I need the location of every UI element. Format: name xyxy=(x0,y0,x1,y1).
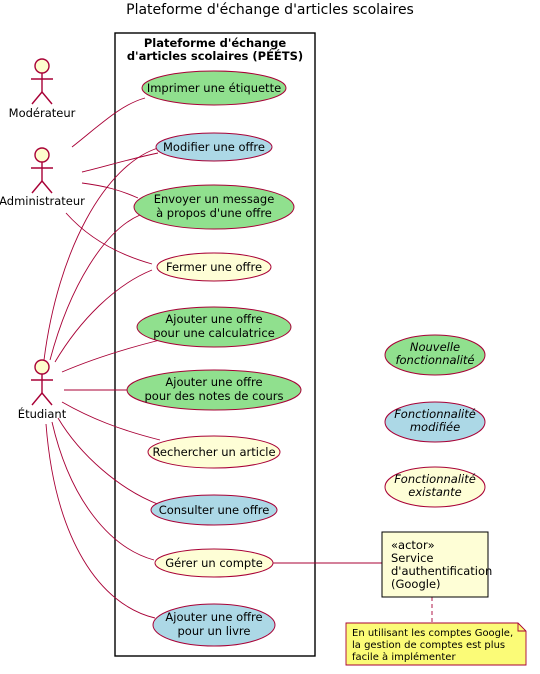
legend-ellipse xyxy=(384,334,486,376)
actor-etudiant-label: Étudiant xyxy=(18,406,67,421)
system-boundary: Plateforme d'échange d'articles scolaire… xyxy=(114,32,316,657)
system-title-line1: Plateforme d'échange xyxy=(144,36,287,50)
usecase-envoyer-line2: à propos d'une offre xyxy=(156,206,272,220)
usecase-notes-line2: pour des notes de cours xyxy=(145,389,284,403)
usecase-fermer: Fermer une offre xyxy=(156,252,272,282)
edge-etudiant-gerer xyxy=(51,421,155,561)
edge-etudiant-envoyer xyxy=(49,214,141,361)
edge-etudiant-modifier xyxy=(43,147,159,361)
usecase-gerer: Gérer un compte xyxy=(154,548,274,578)
edge-etudiant-consulter xyxy=(57,417,161,506)
service-line3: (Google) xyxy=(391,577,441,591)
usecase-notes-line1: Ajouter une offre xyxy=(165,375,262,389)
usecase-fermer-label: Fermer une offre xyxy=(166,260,262,274)
usecase-modifier: Modifier une offre xyxy=(155,132,273,162)
edge-etudiant-rechercher xyxy=(61,401,161,441)
edge-etudiant-livre xyxy=(45,423,156,619)
service-stereotype: «actor» xyxy=(391,538,435,552)
note-fold xyxy=(517,623,526,632)
legend-ellipse xyxy=(384,401,486,443)
legend-existante: Fonctionnalité existante xyxy=(384,466,486,508)
usecase-gerer-label: Gérer un compte xyxy=(165,556,263,570)
usecase-ellipse xyxy=(141,70,287,106)
legend-existante-line2: existante xyxy=(408,485,462,499)
actor-etudiant xyxy=(31,359,53,406)
service-actor-box: «actor» Service d'authentification (Goog… xyxy=(381,531,492,598)
actor-head xyxy=(34,359,50,375)
usecase-envoyer-line1: Envoyer un message xyxy=(154,192,275,206)
system-title-line2: d'articles scolaires (PÉÉTS) xyxy=(127,48,303,63)
service-line2: d'authentification xyxy=(391,564,492,578)
service-line1: Service xyxy=(391,551,434,565)
legend-nouvelle: Nouvelle fonctionnalité xyxy=(384,334,486,376)
edge-moderateur-imprimer xyxy=(71,97,146,148)
usecase-imprimer: Imprimer une étiquette xyxy=(141,70,287,106)
edge-etudiant-fermer xyxy=(54,269,153,363)
edge-administrateur-envoyer xyxy=(81,182,139,199)
usecase-consulter: Consulter une offre xyxy=(150,494,278,526)
edge-etudiant-calculatrice xyxy=(61,339,161,373)
legend-modifiee-line1: Fonctionnalité xyxy=(394,407,476,421)
diagram-title: Plateforme d'échange d'articles scolaire… xyxy=(126,2,414,18)
service-box xyxy=(381,531,489,598)
usecase-ellipse xyxy=(133,184,295,230)
edge-administrateur-modifier xyxy=(81,152,159,173)
usecase-ellipse xyxy=(154,548,274,578)
actor-moderateur xyxy=(31,58,53,105)
usecase-ellipse xyxy=(147,435,281,469)
usecase-ellipse xyxy=(156,252,272,282)
note-shape xyxy=(345,622,527,666)
note-line1: En utilisant les comptes Google, xyxy=(352,628,513,639)
note: En utilisant les comptes Google, la gest… xyxy=(345,622,527,666)
system-boundary-box xyxy=(114,32,316,657)
actor-administrateur-label: Administrateur xyxy=(0,194,85,208)
actor-administrateur xyxy=(31,147,53,194)
usecase-notes: Ajouter une offre pour des notes de cour… xyxy=(126,369,302,411)
actor-head xyxy=(34,58,50,74)
usecase-consulter-label: Consulter une offre xyxy=(159,503,270,517)
note-line2: la gestion de comptes est plus xyxy=(352,640,505,651)
legend-nouvelle-line1: Nouvelle xyxy=(410,340,460,354)
actor-moderateur-label: Modérateur xyxy=(9,106,76,120)
usecase-livre-line1: Ajouter une offre xyxy=(165,610,262,624)
usecase-imprimer-label: Imprimer une étiquette xyxy=(147,81,281,95)
usecase-calculatrice-line2: pour une calculatrice xyxy=(153,326,275,340)
usecase-ellipse xyxy=(155,132,273,162)
usecase-ellipse xyxy=(136,306,292,348)
usecase-envoyer: Envoyer un message à propos d'une offre xyxy=(133,184,295,230)
usecase-livre: Ajouter une offre pour un livre xyxy=(152,603,276,647)
usecase-rechercher: Rechercher un article xyxy=(147,435,281,469)
usecase-ellipse xyxy=(150,494,278,526)
usecase-calculatrice: Ajouter une offre pour une calculatrice xyxy=(136,306,292,348)
usecase-ellipse xyxy=(152,603,276,647)
usecase-ellipse xyxy=(126,369,302,411)
legend-ellipse xyxy=(384,466,486,508)
legend-modifiee-line2: modifiée xyxy=(410,420,460,434)
actor-head xyxy=(34,147,50,163)
usecase-livre-line2: pour un livre xyxy=(178,624,251,638)
associations xyxy=(43,97,433,623)
usecase-modifier-label: Modifier une offre xyxy=(163,140,265,154)
legend-existante-line1: Fonctionnalité xyxy=(394,472,476,486)
note-line3: facile à implémenter xyxy=(352,651,456,663)
legend-nouvelle-line2: fonctionnalité xyxy=(395,353,474,367)
usecase-rechercher-label: Rechercher un article xyxy=(152,445,275,459)
edge-administrateur-fermer xyxy=(65,212,153,265)
legend-modifiee: Fonctionnalité modifiée xyxy=(384,401,486,443)
usecase-calculatrice-line1: Ajouter une offre xyxy=(165,312,262,326)
